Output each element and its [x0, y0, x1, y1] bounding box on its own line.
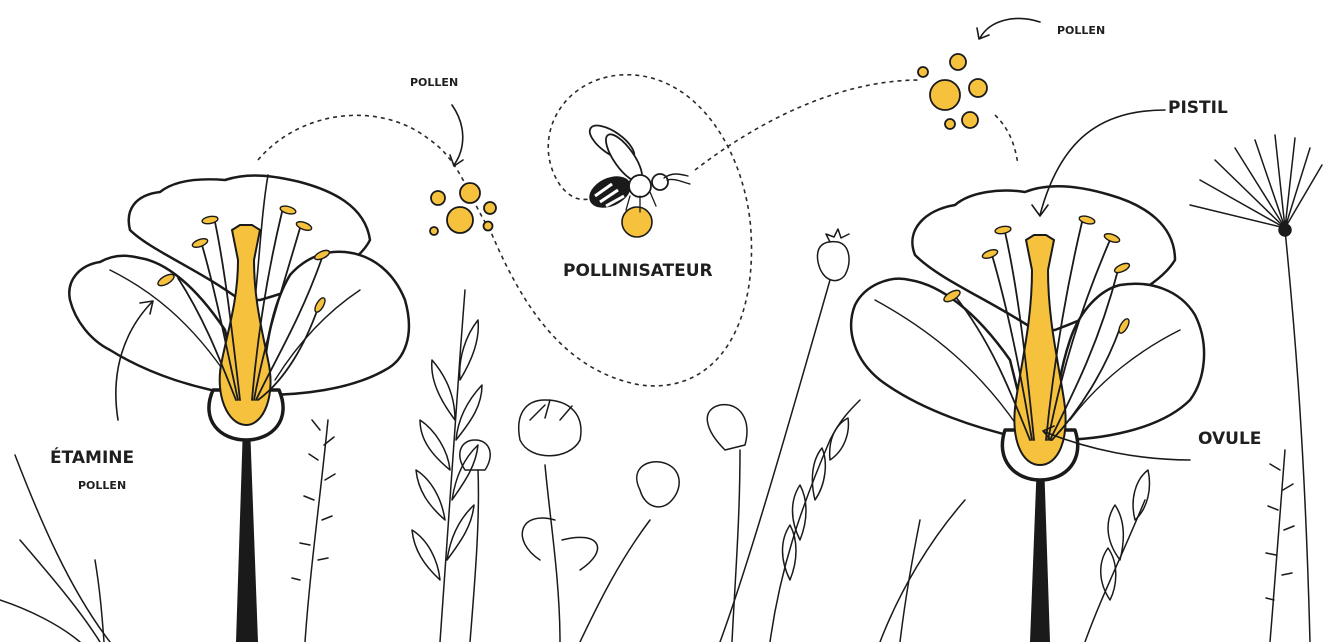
label-etamine-pollen: POLLEN — [78, 479, 126, 492]
pollen-grains-right — [918, 54, 987, 129]
label-pollen-right: POLLEN — [1057, 24, 1105, 37]
label-pollen-left: POLLEN — [410, 76, 458, 89]
arrow-icon-pollen-right — [977, 19, 1040, 39]
right-flower — [851, 186, 1204, 642]
label-pistil: PISTIL — [1168, 98, 1228, 118]
arrow-icon-pollen-left — [450, 105, 463, 166]
pollen-grains-left — [430, 183, 496, 235]
label-ovule: OVULE — [1198, 429, 1261, 449]
left-flower — [69, 175, 409, 642]
label-etamine: ÉTAMINE — [50, 446, 134, 468]
label-pollinisateur: POLLINISATEUR — [563, 261, 713, 281]
bee-icon — [584, 119, 690, 237]
